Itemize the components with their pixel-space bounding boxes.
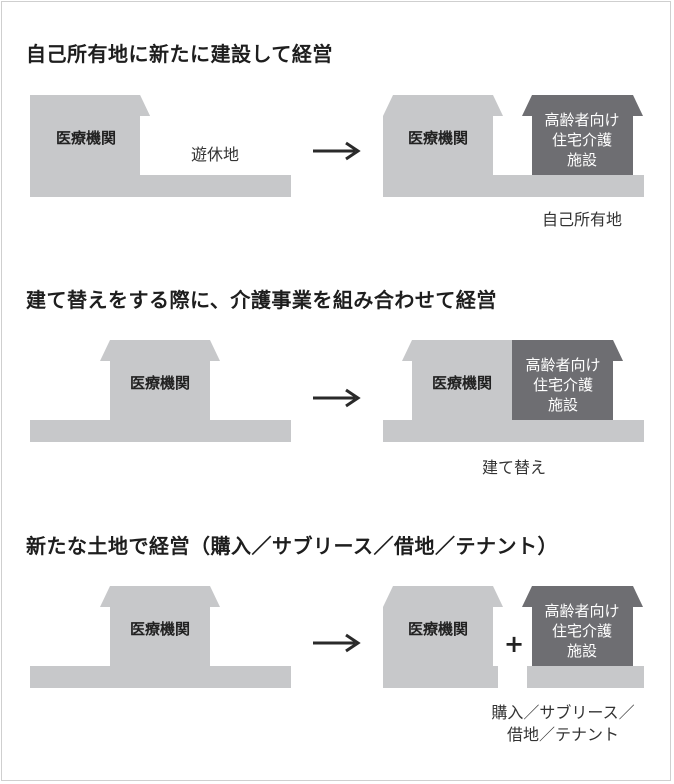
s3-arrow-icon [313, 633, 361, 653]
s3-right-ground-1 [383, 666, 498, 688]
s2-arrow-icon [313, 388, 361, 408]
s2-right-building-label: 医療機関 [432, 374, 492, 392]
s1-care-facility [522, 95, 643, 175]
s1-arrow-icon [313, 141, 361, 161]
s2-right-ground [383, 420, 644, 442]
s1-care-line-3: 施設 [567, 151, 597, 169]
s1-left-building-label: 医療機関 [56, 129, 116, 147]
s3-right-ground-2 [527, 666, 644, 688]
s2-care-line-3: 施設 [548, 396, 578, 414]
s3-care-line-3: 施設 [567, 642, 597, 660]
s1-right-ground [383, 175, 644, 197]
s3-right-building [383, 586, 503, 666]
s1-care-line-2: 住宅介護 [552, 131, 612, 149]
s3-left-building-label: 医療機関 [130, 620, 190, 638]
plus-icon: + [504, 630, 524, 658]
s1-right-building [383, 95, 503, 175]
s3-left-building [100, 586, 220, 666]
s3-left-ground [30, 666, 291, 688]
s2-left-ground [30, 420, 291, 442]
section-3-heading: 新たな土地で経営（購入／サブリース／借地／テナント） [26, 534, 558, 558]
s2-caption: 建て替え [482, 458, 546, 477]
s3-care-facility [522, 586, 643, 666]
s2-care-line-2: 住宅介護 [533, 376, 593, 394]
s3-right-building-label: 医療機関 [408, 620, 468, 638]
s2-left-building [100, 340, 220, 420]
s1-left-ground [30, 175, 291, 197]
s3-caption-line-2: 借地／テナント [507, 725, 619, 744]
s1-care-line-1: 高齢者向け [544, 111, 619, 129]
s1-vacant-label: 遊休地 [191, 145, 239, 164]
s2-care-facility [512, 340, 623, 420]
section-2-heading: 建て替えをする際に、介護事業を組み合わせて経営 [26, 288, 497, 312]
s3-caption-line-1: 購入／サブリース／ [491, 703, 634, 722]
s1-caption: 自己所有地 [542, 210, 622, 229]
s1-right-building-label: 医療機関 [408, 129, 468, 147]
s2-left-building-label: 医療機関 [130, 374, 190, 392]
s3-care-line-1: 高齢者向け [544, 602, 619, 620]
section-1-heading: 自己所有地に新たに建設して経営 [26, 42, 333, 66]
s2-care-line-1: 高齢者向け [525, 356, 600, 374]
s3-care-line-2: 住宅介護 [552, 622, 612, 640]
